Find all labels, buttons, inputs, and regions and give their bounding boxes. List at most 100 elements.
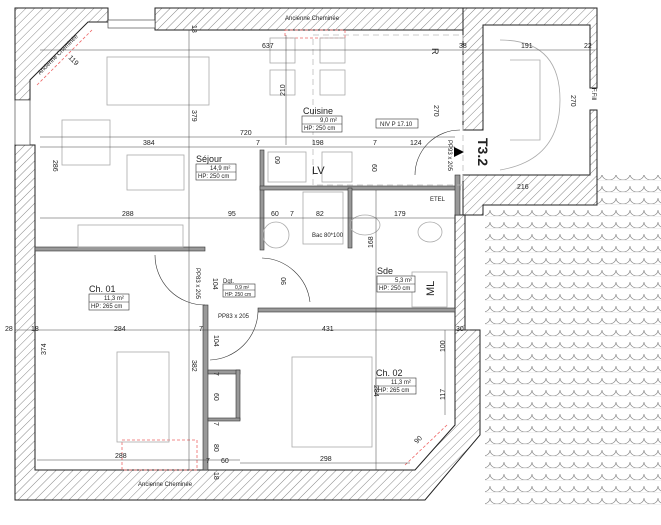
ch01-door-label: PP83 x 205 [194, 268, 200, 300]
room-name: Cuisine [303, 106, 333, 116]
room-ch01: Ch. 01 11,3 m² HP: 265 cm [88, 284, 130, 311]
dimension-label: 30 [456, 326, 464, 333]
cooktop [267, 151, 307, 183]
dimension-label: 298 [320, 456, 332, 463]
dimension-label: 95 [228, 211, 236, 218]
dimension-label: 60 [221, 458, 229, 465]
dimension-label: 288 [115, 453, 127, 460]
room-height: HP: 265 cm [378, 388, 409, 394]
dimension-label: 7 [206, 458, 210, 465]
etel-label: ETEL [430, 197, 446, 203]
room-name: Ch. 01 [89, 284, 116, 294]
dimension-label: 270 [569, 95, 576, 107]
fridge-label: R [430, 48, 440, 55]
room-name: Ch. 02 [376, 368, 403, 378]
room-area: 11,3 m² [104, 296, 124, 302]
toilet [417, 221, 443, 243]
dimension-label: 284 [114, 326, 126, 333]
room-sde: Sde 5,3 m² HP: 250 cm [376, 266, 416, 293]
dimension-label: 90 [413, 435, 424, 446]
dimension-label: 431 [322, 326, 334, 333]
dimension-label: 60 [370, 164, 377, 172]
dimension-label: 90 [281, 277, 288, 285]
roof-tiles [485, 175, 661, 505]
bed-ch02 [291, 356, 373, 448]
room-area: 9,0 m² [320, 118, 337, 124]
unit-label: T3.2 [475, 138, 491, 166]
dimension-label: 374 [41, 343, 48, 355]
chimney-label-top: Ancienne Cheminée [285, 16, 340, 22]
bed-ch01 [116, 351, 170, 443]
window-left [14, 99, 31, 146]
entry-door-label: PP93 x 205 [446, 140, 452, 172]
room-dgt: Dgt. 0,9 m² HP: 250 cm [222, 279, 256, 298]
dimension-label: 18 [212, 472, 219, 480]
stair-outline [312, 34, 464, 186]
dimension-lines [15, 30, 595, 470]
room-height: HP: 250 cm [198, 174, 229, 180]
dimension-label: 104 [212, 335, 219, 347]
dimension-label: 179 [394, 211, 406, 218]
room-area: 14,9 m² [210, 166, 230, 172]
dimension-label: 7 [212, 372, 219, 376]
ml-label: ML [425, 281, 437, 296]
dimension-label: 60 [271, 211, 279, 218]
room-height: HP: 250 cm [379, 286, 410, 292]
dimension-label: 382 [190, 360, 197, 372]
sink [321, 151, 353, 183]
chimney-label-bottom: Ancienne Cheminée [138, 482, 193, 488]
chimney-diagonal-outline [36, 29, 93, 86]
dimension-label: 7 [256, 140, 260, 147]
dimension-label: 18 [190, 25, 197, 33]
interior-walls [34, 149, 461, 471]
entry-arrow-icon [454, 147, 464, 157]
dimension-label: 286 [51, 160, 58, 172]
dimension-label: 210 [280, 84, 287, 96]
dimension-label: 720 [240, 130, 252, 137]
dimension-label: 7 [373, 140, 377, 147]
dimension-label: 284 [372, 385, 379, 397]
room-ch02: Ch. 02 11,3 m² HP: 265 cm [375, 368, 417, 395]
dimension-label: 18 [31, 326, 39, 333]
room-area: 11,3 m² [391, 380, 411, 386]
dimension-label: 82 [316, 211, 324, 218]
chimney-bottom-outline [121, 439, 198, 471]
dimension-label: 60 [275, 156, 282, 164]
staircase [499, 39, 561, 171]
dimension-label: 168 [368, 236, 375, 248]
dimension-label: 117 [440, 389, 447, 400]
dimension-label: 379 [190, 110, 197, 122]
dimension-label: 288 [122, 211, 134, 218]
dimension-label: 384 [143, 140, 155, 147]
room-area: 5,3 m² [395, 278, 412, 284]
fill-label: F.Fill [590, 88, 596, 100]
room-area: 0,9 m² [235, 285, 250, 291]
armchair [61, 119, 111, 166]
sofa [106, 56, 210, 106]
dimension-label: 38 [459, 43, 467, 50]
room-name: Dgt. [223, 279, 234, 285]
shower-label: Bac 80*100 [312, 233, 344, 239]
dimension-label: 7 [212, 422, 219, 426]
dimension-label: 7 [290, 211, 294, 218]
washbasin [349, 214, 381, 236]
level-label: NIV P 17.10 [380, 122, 413, 128]
dimension-label: 104 [211, 278, 218, 290]
dimension-label: 100 [440, 340, 447, 352]
lv-label: LV [312, 165, 325, 177]
dimension-label: 22 [584, 43, 592, 50]
dimension-label: 216 [517, 184, 529, 191]
tv-unit [77, 224, 184, 248]
coffee-table [126, 154, 185, 191]
dimension-label: 60 [212, 393, 219, 401]
room-name: Sde [377, 266, 393, 276]
dimension-label: 7 [199, 326, 203, 333]
dimension-label: 119 [67, 54, 80, 67]
dimension-label: 80 [212, 444, 219, 452]
dimension-label: 28 [5, 326, 13, 333]
dimension-label: 124 [410, 140, 422, 147]
chimney-top-outline [284, 29, 346, 39]
room-height: HP: 265 cm [91, 304, 122, 310]
dimension-label: 637 [262, 43, 274, 50]
